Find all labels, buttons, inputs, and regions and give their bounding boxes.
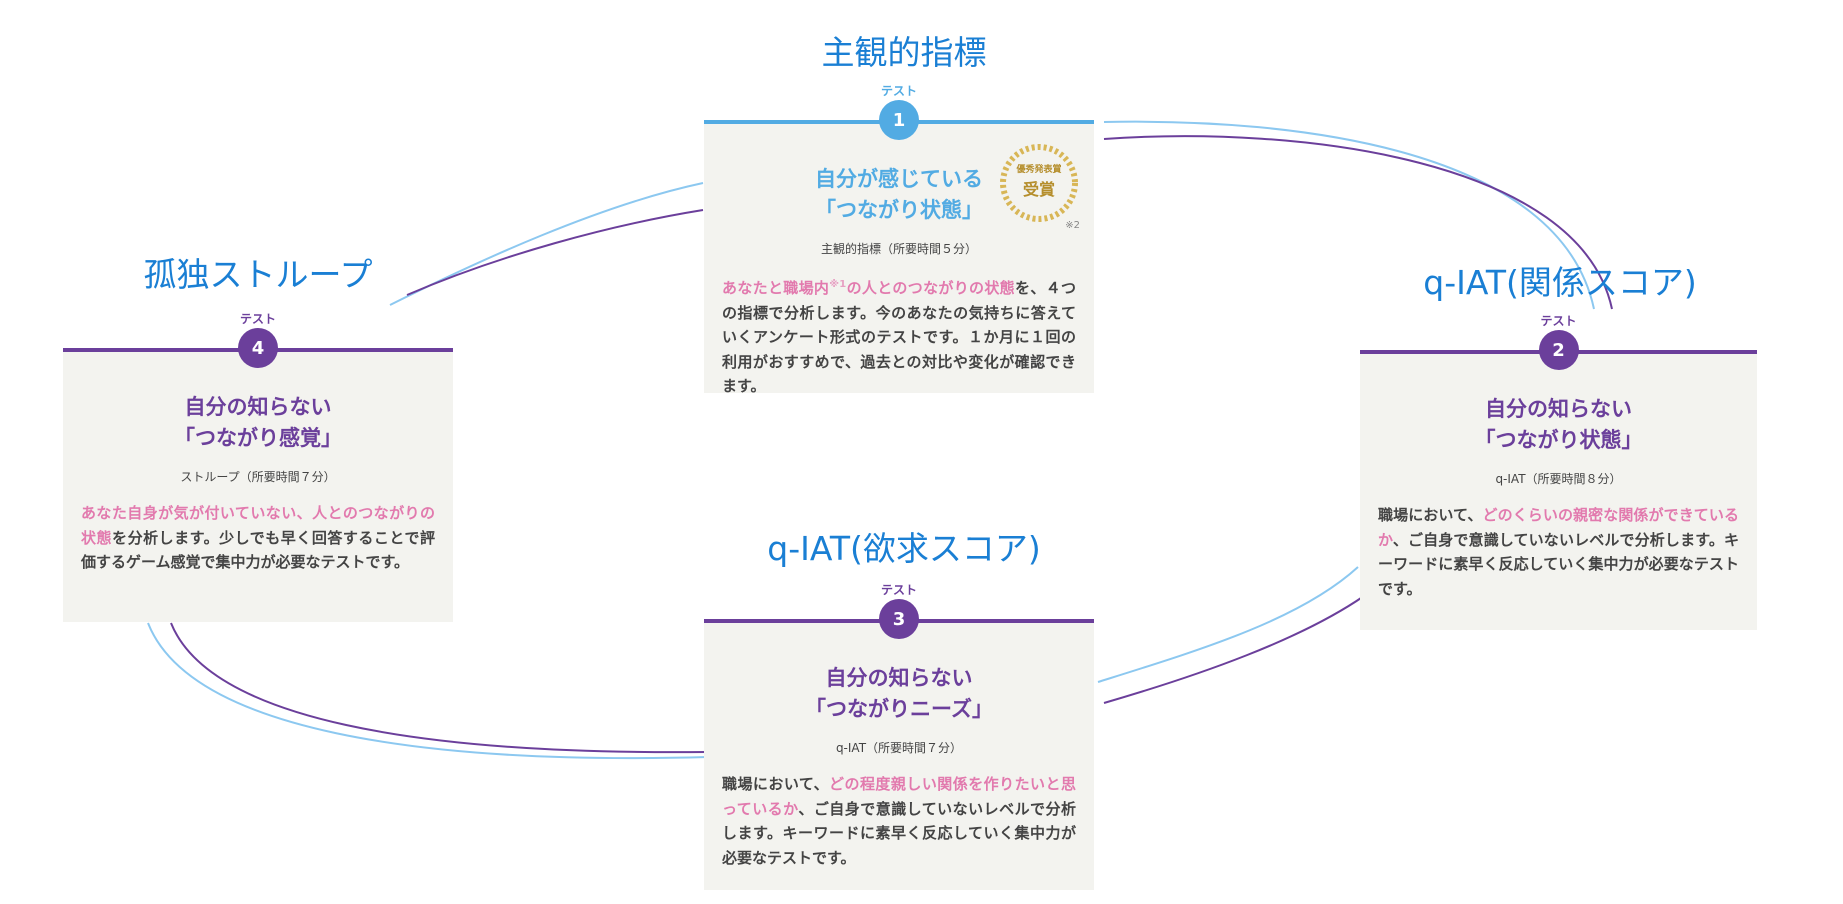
test-label: テスト <box>239 312 277 326</box>
label-qiat-desire: q-IAT(欲求スコア) <box>767 529 1041 568</box>
label-subjective: 主観的指標 <box>821 33 987 72</box>
test-label: テスト <box>880 583 918 597</box>
card-title: 自分の知らない「つながり感覚」 <box>174 395 342 450</box>
card-description: あなたと職場内※1の人とのつながりの状態を、４つの指標で分析します。今のあなたの… <box>722 279 1076 395</box>
card-subtitle: 主観的指標（所要時間５分） <box>820 242 977 256</box>
test-card-3: テスト 3 自分の知らない「つながりニーズ」 q-IAT（所要時間７分） 職場に… <box>704 583 1094 890</box>
test-label: テスト <box>880 84 918 98</box>
footnote-ref: ※2 <box>1065 220 1080 231</box>
arc-bottom-right-purple <box>1103 595 1365 704</box>
test-label: テスト <box>1540 314 1577 328</box>
arc-top-right-purple <box>1103 135 1613 310</box>
test-card-2: テスト 2 自分の知らない「つながり状態」 q-IAT（所要時間８分） 職場にお… <box>1360 314 1757 630</box>
card-title: 自分の知らない「つながり状態」 <box>1474 397 1643 452</box>
card-description: 職場において、どのくらいの親密な関係ができているか、ご自身で意識していないレベル… <box>1378 506 1739 598</box>
test-card-4: テスト 4 自分の知らない「つながり感覚」 ストループ（所要時間７分） あなた自… <box>63 312 453 622</box>
label-qiat-relation: q-IAT(関係スコア) <box>1423 263 1697 302</box>
label-stroop: 孤独ストループ <box>143 255 373 294</box>
card-subtitle: q-IAT（所要時間７分） <box>835 741 963 755</box>
test-number-badge: 3 <box>879 599 919 639</box>
test-number-badge: 1 <box>879 100 919 140</box>
card-description: あなた自身が気が付いていない、人とのつながりの状態を分析します。少しでも早く回答… <box>81 504 435 571</box>
card-subtitle: ストループ（所要時間７分） <box>180 470 336 484</box>
card-title: 自分の知らない「つながりニーズ」 <box>805 666 993 721</box>
arc-bottom-left-light <box>147 622 709 760</box>
arc-bottom-right-light <box>1097 566 1359 683</box>
arc-top-left-purple <box>406 209 704 296</box>
arc-top-left-light <box>389 182 704 306</box>
card-title: 自分が感じている「つながり状態」 <box>815 167 983 222</box>
test-number-badge: 4 <box>238 328 278 368</box>
card-subtitle: q-IAT（所要時間８分） <box>1495 472 1622 486</box>
card-description: 職場において、どの程度親しい関係を作りたいと思っているか、ご自身で意識していない… <box>722 775 1076 867</box>
arc-bottom-left-purple <box>170 622 709 754</box>
award-laurel-icon: 優秀発表賞 受賞 <box>998 142 1080 224</box>
arc-top-right-light <box>1103 120 1595 310</box>
test-card-1: テスト 1 優秀発表賞 受賞 ※2 自分が感じている「つながり状態」 主観的指標… <box>704 84 1094 395</box>
test-number-badge: 2 <box>1538 330 1579 370</box>
